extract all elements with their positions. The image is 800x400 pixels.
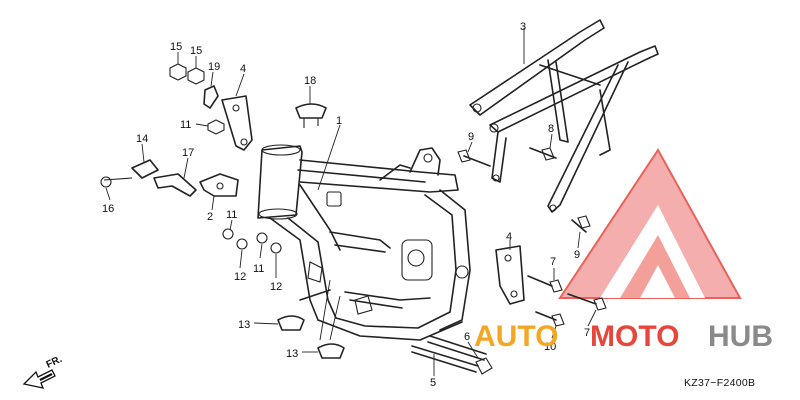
- callout-14: 14: [136, 133, 148, 145]
- watermark-word-auto: AUTO: [474, 320, 558, 353]
- callout-numbers: 1 2 3 4 4 5 6 7 7 8 9 9 10 11 11 11 12 1…: [102, 21, 590, 389]
- diagram-code: KZ37−F2400B: [684, 377, 755, 389]
- callout-13-upper: 13: [238, 319, 250, 331]
- main-frame: [257, 144, 471, 341]
- callout-9-lower: 9: [574, 249, 580, 261]
- callout-5: 5: [430, 377, 436, 389]
- callout-15-left: 15: [170, 41, 182, 53]
- callout-4-right: 4: [506, 231, 512, 243]
- callout-17: 17: [182, 147, 194, 159]
- callout-13-lower: 13: [286, 348, 298, 360]
- callout-18: 18: [304, 75, 316, 87]
- callout-12-right: 12: [270, 281, 282, 293]
- callout-2: 2: [207, 211, 213, 223]
- direction-label: FR.: [45, 354, 64, 371]
- callout-7-upper: 7: [550, 256, 556, 268]
- callout-7-lower: 7: [584, 327, 590, 339]
- callout-15-right: 15: [190, 45, 202, 57]
- callout-11-mid: 11: [226, 209, 237, 221]
- callout-11-lower: 11: [253, 263, 264, 275]
- callout-11-upper: 11: [180, 119, 191, 131]
- callout-19: 19: [208, 61, 220, 73]
- callout-10: 10: [544, 341, 556, 353]
- callout-9-upper: 9: [468, 131, 474, 143]
- watermark-text: AUTO MOTO HUB: [474, 320, 773, 353]
- watermark-word-moto: MOTO: [590, 320, 679, 353]
- callout-6: 6: [464, 331, 470, 343]
- small-parts: [100, 63, 607, 375]
- callout-4-left: 4: [240, 63, 246, 75]
- watermark-logo: [558, 148, 742, 299]
- callout-12-left: 12: [234, 271, 246, 283]
- callout-3: 3: [520, 21, 526, 33]
- watermark-word-hub: HUB: [708, 320, 773, 353]
- callout-1: 1: [336, 115, 342, 127]
- leader-lines: [105, 28, 597, 376]
- callout-8: 8: [548, 123, 554, 135]
- front-direction-arrow: FR.: [22, 354, 64, 389]
- subframe: [469, 19, 659, 213]
- callout-16: 16: [102, 203, 114, 215]
